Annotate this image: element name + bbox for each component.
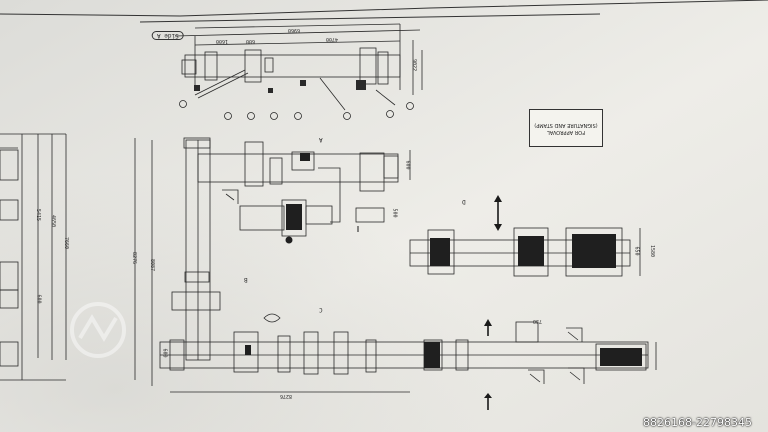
side-view (174, 23, 423, 120)
plan-dim-2: 8087 (149, 258, 156, 272)
marker-b: B (244, 276, 248, 283)
left-dim-1: 5415 (35, 208, 42, 222)
marker-d: D (462, 198, 466, 205)
view-label: Side A (152, 31, 184, 40)
plan-view (134, 137, 657, 393)
side-dim-2: 9022 (411, 58, 418, 72)
side-dim-5: 600 (246, 38, 256, 44)
plan-dim-5: 730 (533, 318, 543, 324)
plan-dim-7: 500 (391, 208, 398, 218)
plan-dim-9: 1580 (649, 244, 656, 258)
plan-dim-1: 8276 (131, 251, 138, 265)
plan-dim-8: 650 (633, 246, 640, 256)
drawing-frame (0, 0, 768, 23)
left-partial-view (0, 133, 67, 381)
approval-line-1: FOR APPROVAL (547, 129, 585, 135)
plan-dim-4: 600 (161, 348, 168, 358)
left-dim-2: 4650 (50, 214, 57, 228)
approval-stamp-box: FOR APPROVAL (SIGNATURE AND STAMP) (529, 109, 603, 147)
listing-watermark: 8826168-22798345 (643, 416, 752, 429)
side-dim-3: 4700 (326, 36, 339, 42)
view-label-text: Side A (157, 32, 179, 39)
marker-a: A (319, 136, 323, 143)
side-dim-4: 1600 (216, 38, 229, 44)
left-dim-3: 7660 (63, 236, 70, 250)
circular-watermark-logo (70, 302, 126, 358)
flow-arrows (357, 195, 502, 410)
plan-dim-6: 600 (404, 160, 411, 170)
plan-view-solids (245, 153, 642, 368)
side-dim-1: 6960 (288, 27, 301, 33)
left-dim-4: 600 (35, 294, 42, 304)
plan-dim-3: 8276 (280, 393, 293, 399)
marker-c: C (319, 306, 323, 313)
approval-line-2: (SIGNATURE AND STAMP) (534, 122, 598, 128)
